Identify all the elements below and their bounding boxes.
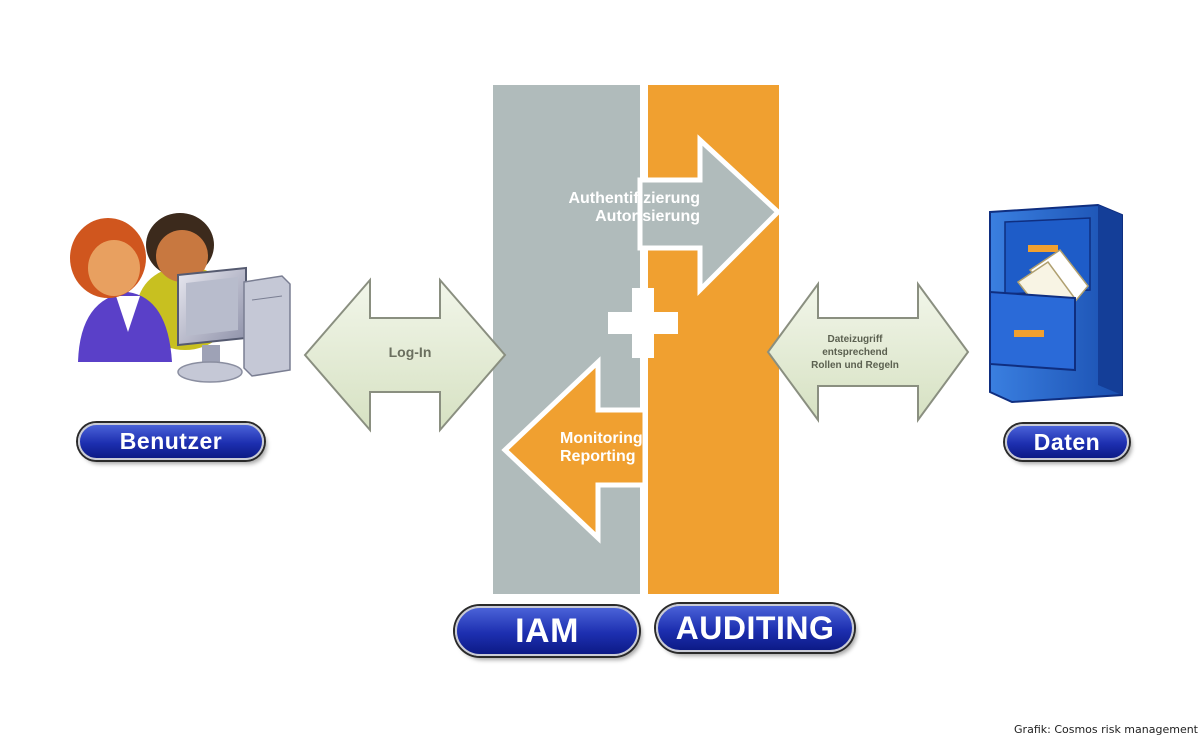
auditing-badge: AUDITING [656, 604, 854, 652]
file-access-label: Dateizugriff entsprechend Rollen und Reg… [780, 333, 930, 372]
file-access-double-arrow [766, 280, 970, 424]
benutzer-badge: Benutzer [78, 423, 264, 460]
users-computer-icon [70, 213, 291, 383]
file-cabinet-icon [989, 203, 1123, 404]
monitoring-line-2: Reporting [560, 448, 636, 466]
monitoring-label: Monitoring Reporting [560, 430, 700, 467]
file-access-line-2: entsprechend [822, 347, 888, 358]
login-double-arrow [303, 277, 507, 433]
iam-badge: IAM [455, 606, 639, 656]
file-access-line-3: Rollen und Regeln [811, 360, 899, 371]
image-credit: Grafik: Cosmos risk management [1014, 723, 1198, 736]
login-label: Log-In [388, 344, 432, 360]
plus-icon [608, 288, 678, 358]
auth-line-2: Autorisierung [595, 208, 700, 226]
monitoring-line-1: Monitoring [560, 430, 643, 447]
authentication-label: Authentifizierung Autorisierung [500, 190, 700, 227]
authentication-arrow [637, 134, 782, 297]
file-access-line-1: Dateizugriff [827, 334, 883, 345]
iam-column [493, 85, 640, 594]
daten-badge: Daten [1005, 424, 1129, 460]
auth-line-1: Authentifizierung [568, 190, 700, 207]
monitoring-arrow [501, 356, 648, 544]
